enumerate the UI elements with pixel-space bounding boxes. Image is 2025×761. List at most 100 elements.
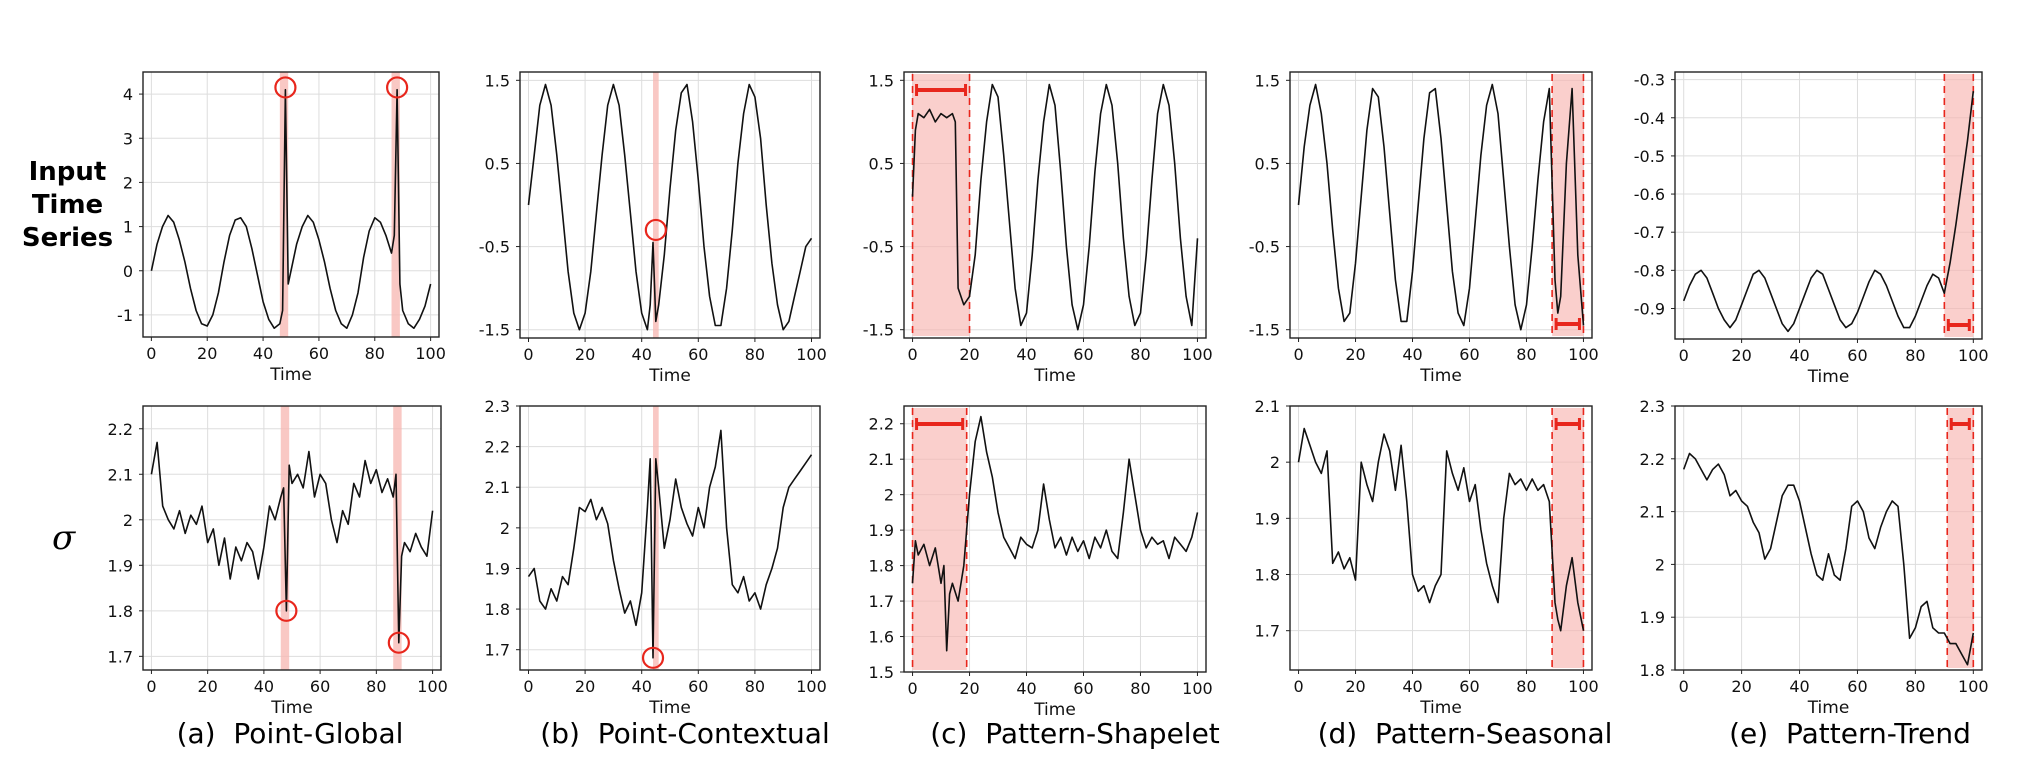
x-tick-label: 60 [1459, 345, 1479, 364]
y-tick-label: 2.3 [1640, 397, 1665, 416]
x-tick-label: 0 [1679, 677, 1689, 696]
y-tick-label: 1.9 [485, 559, 510, 578]
y-tick-label: 2 [1655, 555, 1665, 574]
y-tick-label: -0.3 [1634, 71, 1665, 90]
y-tick-label: -0.5 [1634, 147, 1665, 166]
x-tick-label: 60 [1847, 346, 1867, 365]
anomaly-band [391, 72, 400, 337]
y-tick-label: 1.9 [1255, 509, 1280, 528]
anomaly-region [1552, 74, 1584, 336]
anomaly-region [1947, 408, 1974, 668]
y-tick-label: 1.7 [485, 641, 510, 660]
y-tick-label: 1.7 [869, 592, 894, 611]
x-tick-label: 60 [1847, 677, 1867, 696]
caption-c: (c) Pattern-Shapelet [905, 717, 1245, 750]
x-tick-label: 60 [688, 345, 708, 364]
x-tick-label: 0 [523, 677, 533, 696]
series-line [1682, 452, 1975, 666]
y-tick-label: -0.7 [1634, 223, 1665, 242]
caption-tag: (a) [176, 717, 216, 750]
x-tick-label: 40 [632, 677, 652, 696]
plot-frame [519, 71, 821, 339]
y-tick-label: -0.6 [1634, 185, 1665, 204]
anomaly-marker [387, 631, 410, 654]
y-tick-label: 2 [123, 511, 133, 530]
y-tick-label: 2.1 [485, 478, 510, 497]
plot-frame [1674, 405, 1983, 671]
x-axis-label: Time [1033, 700, 1076, 720]
anomaly-band [653, 406, 659, 670]
x-tick-label: 0 [907, 679, 917, 698]
y-tick-label: 2 [1270, 453, 1280, 472]
y-tick-label: -1.5 [863, 321, 894, 340]
y-tick-label: 4 [123, 85, 133, 104]
anomaly-marker [275, 599, 298, 622]
y-tick-label: -0.4 [1634, 109, 1665, 128]
y-tick-label: 1.9 [108, 556, 133, 575]
caption-e: (e) Pattern-Trend [1690, 717, 2010, 750]
caption-b: (b) Point-Contextual [515, 717, 855, 750]
y-tick-label: 2.1 [1640, 503, 1665, 522]
series-line [150, 88, 432, 329]
x-tick-label: 100 [796, 677, 827, 696]
x-tick-label: 80 [745, 677, 765, 696]
x-tick-label: 80 [745, 345, 765, 364]
y-tick-label: -0.9 [1634, 299, 1665, 318]
x-tick-label: 100 [1182, 345, 1213, 364]
series-line [150, 441, 434, 644]
y-tick-label: 2.1 [1255, 397, 1280, 416]
x-tick-label: 80 [1130, 679, 1150, 698]
x-axis-label: Time [270, 698, 313, 718]
plot-frame [142, 71, 440, 338]
caption-name: Pattern-Shapelet [985, 717, 1220, 750]
x-tick-label: 40 [1402, 345, 1422, 364]
y-tick-label: 1.5 [869, 663, 894, 682]
x-tick-label: 60 [1459, 677, 1479, 696]
y-tick-label: 1.8 [1640, 661, 1665, 680]
y-tick-label: 3 [123, 129, 133, 148]
x-tick-label: 100 [417, 677, 448, 696]
x-tick-label: 80 [1905, 346, 1925, 365]
x-tick-label: 60 [1073, 345, 1093, 364]
anomaly-region [1552, 408, 1584, 668]
y-tick-label: 1.5 [1255, 71, 1280, 90]
row-label-sigma: σ [52, 518, 76, 558]
anomaly-marker [644, 218, 667, 242]
x-tick-label: 0 [1293, 345, 1303, 364]
x-tick-label: 40 [1016, 345, 1036, 364]
x-tick-label: 0 [523, 345, 533, 364]
x-tick-label: 0 [146, 344, 156, 363]
row-label-input-time-series: Input Time Series [10, 156, 125, 255]
x-tick-label: 80 [1905, 677, 1925, 696]
caption-tag: (d) [1317, 717, 1358, 750]
x-tick-label: 40 [253, 344, 273, 363]
series-line [911, 83, 1199, 331]
x-tick-label: 100 [796, 345, 827, 364]
caption-tag: (e) [1729, 717, 1769, 750]
y-tick-label: 1.5 [869, 71, 894, 90]
x-tick-label: 60 [309, 344, 329, 363]
plot-frame [903, 71, 1207, 339]
x-tick-label: 40 [1789, 677, 1809, 696]
x-tick-label: 20 [197, 344, 217, 363]
y-tick-label: 2 [884, 486, 894, 505]
y-tick-label: 2.1 [108, 465, 133, 484]
y-tick-label: 1.6 [869, 628, 894, 647]
y-tick-label: 0.5 [869, 154, 894, 173]
x-tick-label: 20 [197, 677, 217, 696]
y-tick-label: 1.9 [869, 521, 894, 540]
y-tick-label: 2 [123, 173, 133, 192]
y-tick-label: 2.3 [485, 397, 510, 416]
x-tick-label: 0 [1679, 346, 1689, 365]
x-tick-label: 40 [254, 677, 274, 696]
x-tick-label: 20 [1345, 345, 1365, 364]
row-label-line-1: Input [28, 157, 107, 187]
x-tick-label: 80 [1130, 345, 1150, 364]
y-tick-label: 1.8 [1255, 566, 1280, 585]
